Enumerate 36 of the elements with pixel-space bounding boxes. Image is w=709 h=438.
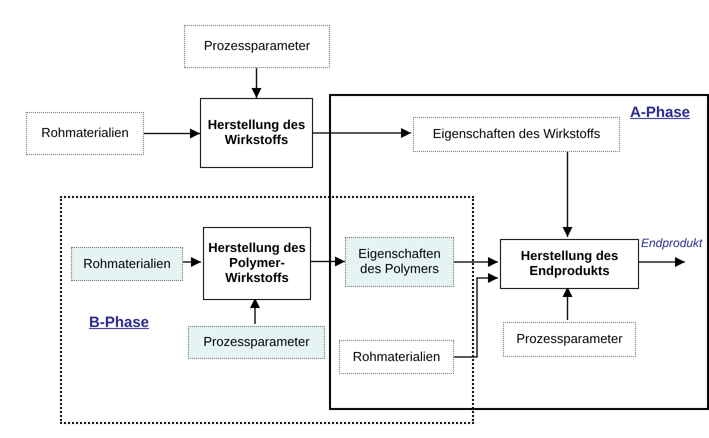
arrow bbox=[250, 298, 260, 324]
box-text: Rohmaterialien bbox=[41, 126, 129, 141]
process-box bbox=[203, 227, 311, 300]
arrow bbox=[144, 128, 200, 138]
phase-heading: A-Phase bbox=[630, 103, 690, 123]
box-text: Eigenschaften des Wirkstoffs bbox=[432, 127, 600, 142]
process-box bbox=[500, 239, 639, 289]
arrow bbox=[181, 257, 201, 267]
box-text: Eigenschaften des Polymers bbox=[357, 247, 442, 277]
process-box bbox=[26, 112, 144, 155]
box-text: Rohmaterialien bbox=[352, 350, 440, 364]
process-box bbox=[188, 326, 325, 359]
arrow bbox=[313, 128, 411, 138]
arrow bbox=[252, 68, 262, 98]
box-text: Rohmaterialien bbox=[83, 256, 171, 272]
box-text: Prozessparameter bbox=[204, 39, 310, 54]
process-box bbox=[200, 98, 313, 168]
arrow bbox=[454, 257, 498, 267]
arrow bbox=[562, 287, 572, 320]
process-box bbox=[339, 340, 454, 374]
arrow bbox=[562, 150, 572, 237]
arrow bbox=[637, 257, 685, 267]
process-box bbox=[413, 117, 620, 152]
process-box bbox=[184, 25, 330, 68]
process-box bbox=[345, 237, 454, 287]
box-text: Prozessparameter bbox=[203, 335, 310, 350]
arrow bbox=[309, 256, 345, 266]
box-text: Herstellung des Endprodukts bbox=[520, 249, 620, 279]
process-box bbox=[503, 322, 636, 357]
arrow bbox=[454, 273, 498, 358]
box-text: Herstellung des Polymer-Wirkstoffs bbox=[208, 241, 306, 286]
box-text: Prozessparameter bbox=[516, 332, 623, 347]
box-text: Herstellung des Wirkstoffs bbox=[206, 118, 306, 148]
phase-heading: B-Phase bbox=[89, 313, 150, 333]
process-box bbox=[71, 247, 183, 281]
phase-frame bbox=[329, 94, 709, 410]
